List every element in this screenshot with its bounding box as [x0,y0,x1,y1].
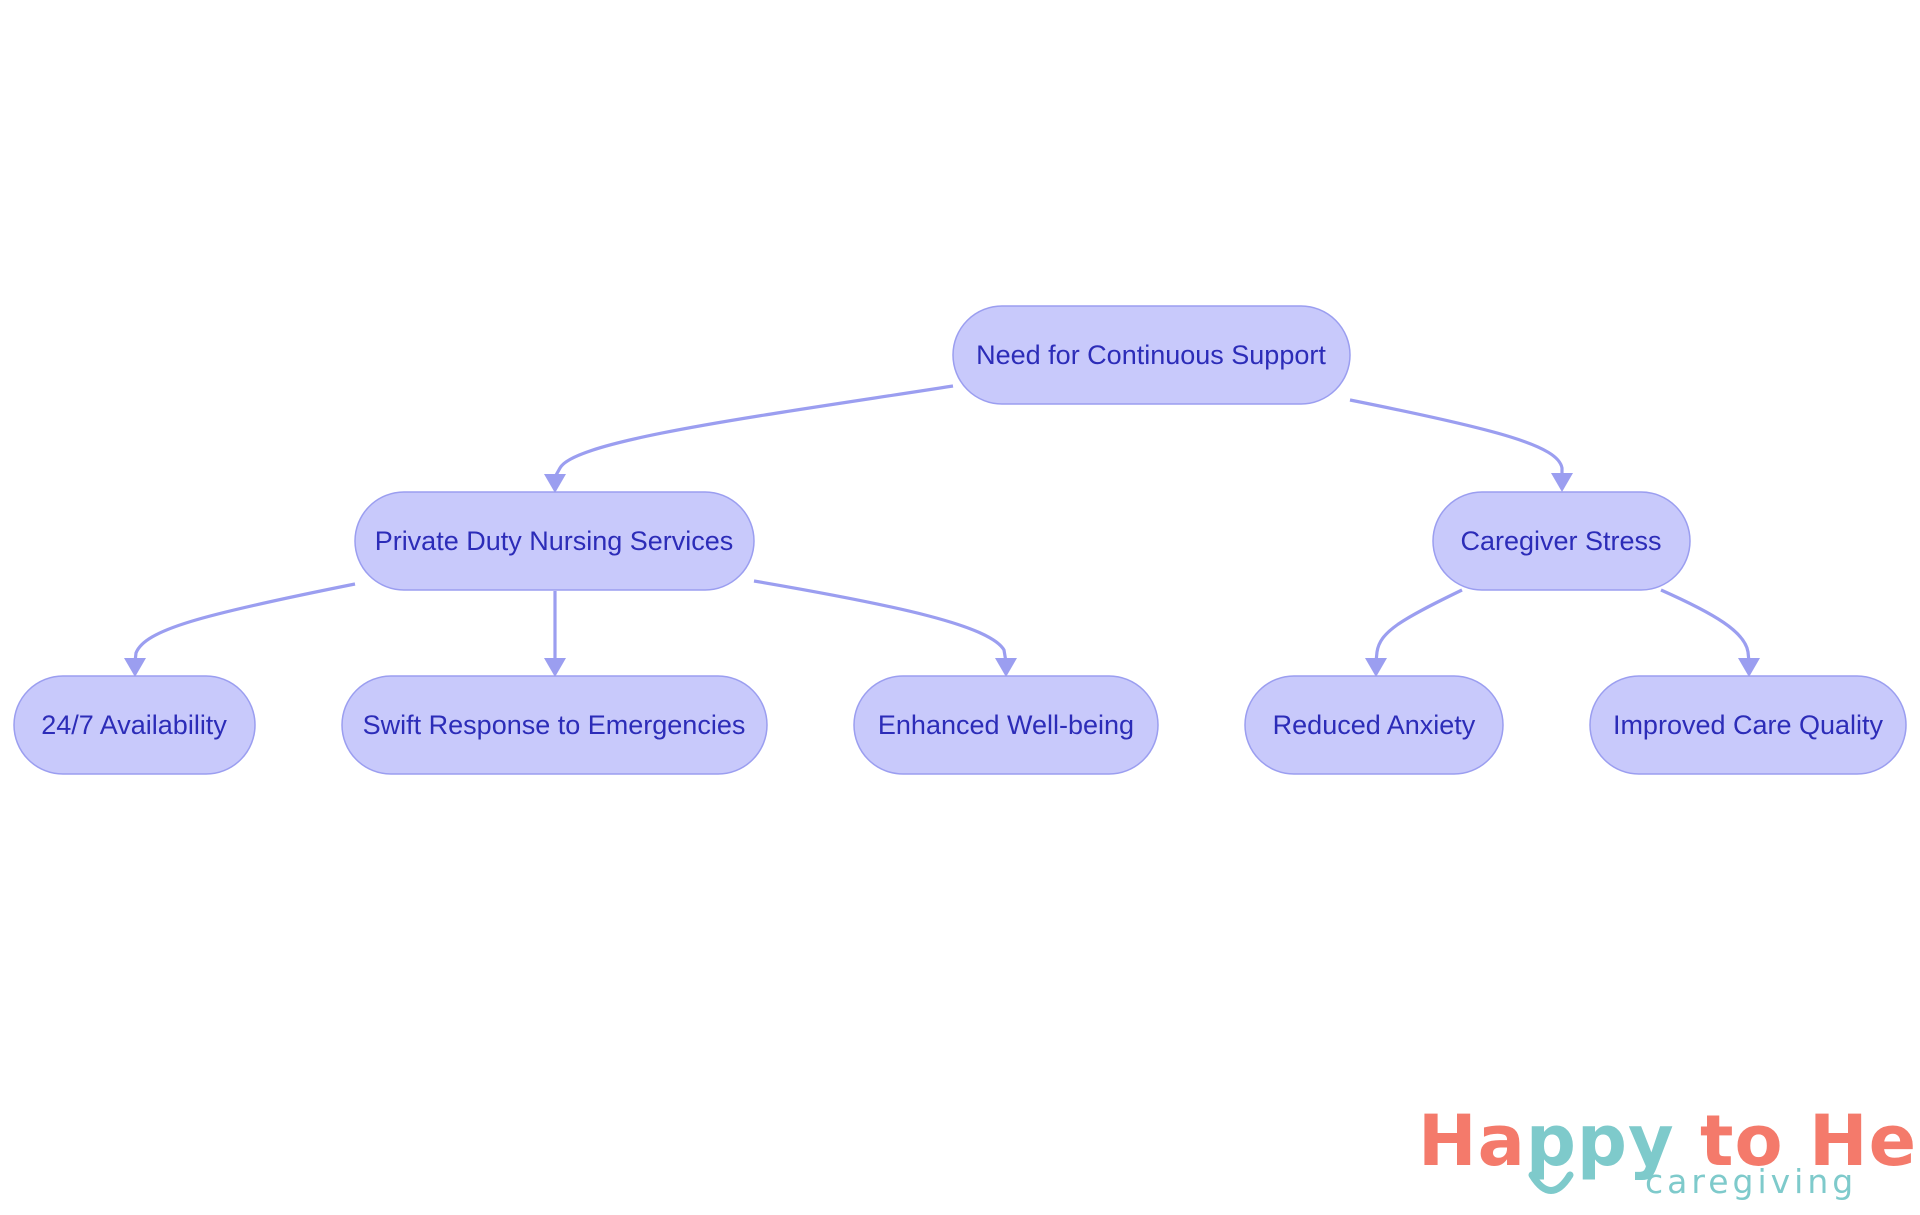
edge-stress-to-anxiety [1374,588,1463,663]
edge-root-to-nursing [553,384,954,478]
node-response-shape [341,675,768,775]
arrowhead-nursing [544,474,566,493]
node-nursing-label: Private Duty Nursing Services [375,526,734,556]
edge-root-to-stress [1349,398,1564,476]
node-availability-shape [13,675,256,775]
node-anxiety-shape [1244,675,1504,775]
node-wellbeing-label: Enhanced Well-being [878,710,1134,740]
edge-nursing-to-wellbeing [753,579,1008,663]
node-root-shape [952,305,1351,405]
node-nursing-shape [354,491,755,591]
logo-wordmark: Happy to Help [1418,1100,1920,1182]
arrowhead-stress [1551,473,1573,492]
edge-nursing-to-availability [133,582,356,663]
node-availability[interactable]: 24/7 Availability [13,675,256,775]
arrowhead-anxiety [1365,658,1387,677]
node-quality-label: Improved Care Quality [1613,710,1884,740]
arrowhead-wellbeing [995,658,1017,677]
node-root[interactable]: Need for Continuous Support [952,305,1351,405]
arrowhead-availability [124,658,146,677]
edge-stress-to-quality [1660,588,1751,663]
edges-layer [133,384,1751,663]
node-anxiety[interactable]: Reduced Anxiety [1244,675,1504,775]
node-wellbeing[interactable]: Enhanced Well-being [853,675,1159,775]
node-nursing[interactable]: Private Duty Nursing Services [354,491,755,591]
node-wellbeing-shape [853,675,1159,775]
node-stress-shape [1432,491,1691,591]
node-quality-shape [1589,675,1907,775]
logo-smile-icon [1528,1171,1574,1194]
logo-text-after: to Help [1675,1100,1920,1182]
brand-logo: Happy to Help caregiving [1418,1100,1920,1201]
node-stress[interactable]: Caregiver Stress [1432,491,1691,591]
logo-text-before: Ha [1418,1100,1526,1182]
node-anxiety-label: Reduced Anxiety [1273,710,1476,740]
node-response-label: Swift Response to Emergencies [363,710,746,740]
node-availability-label: 24/7 Availability [41,710,227,740]
node-response[interactable]: Swift Response to Emergencies [341,675,768,775]
node-stress-label: Caregiver Stress [1460,526,1661,556]
logo-text-accent: ppy [1526,1100,1675,1182]
node-quality[interactable]: Improved Care Quality [1589,675,1907,775]
arrowhead-response [544,658,566,677]
node-root-label: Need for Continuous Support [976,340,1326,370]
arrowheads-layer [124,473,1760,677]
logo-tagline: caregiving [1645,1162,1857,1201]
arrowhead-quality [1738,658,1760,677]
